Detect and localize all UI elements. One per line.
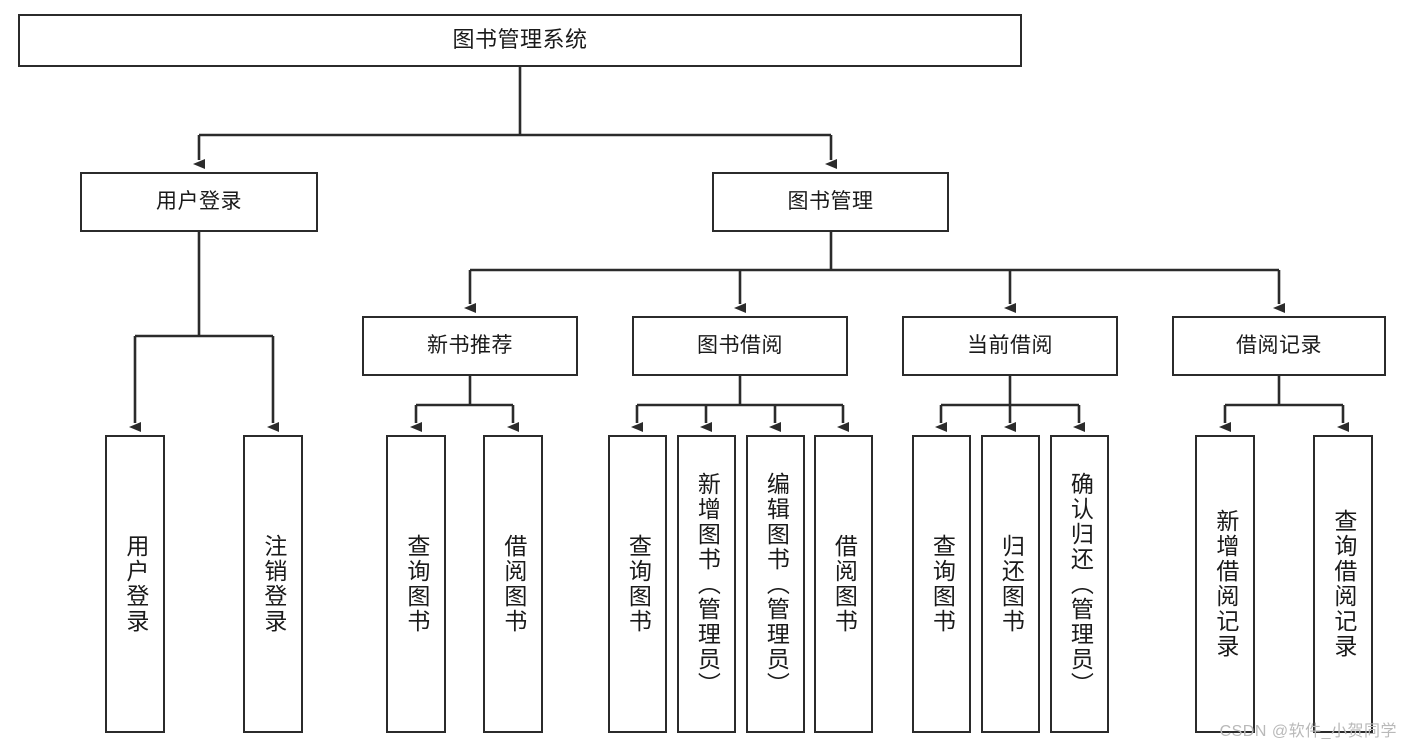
node-leaf-user-login-label: 用户登录: [122, 534, 149, 634]
node-book-borrow-label: 图书借阅: [697, 333, 783, 357]
node-leaf-borrow-books-recommend[interactable]: 借阅图书: [483, 435, 543, 733]
node-leaf-return-book-label: 归还图书: [998, 534, 1025, 634]
node-leaf-query-books-current[interactable]: 查询图书: [912, 435, 971, 733]
node-user-login-label: 用户登录: [156, 189, 242, 213]
node-leaf-return-book[interactable]: 归还图书: [981, 435, 1040, 733]
node-leaf-query-books-recommend[interactable]: 查询图书: [386, 435, 446, 733]
node-leaf-add-book-admin[interactable]: 新增图书（管理员）: [677, 435, 736, 733]
node-leaf-query-borrow-record[interactable]: 查询借阅记录: [1313, 435, 1373, 733]
node-leaf-borrow-book[interactable]: 借阅图书: [814, 435, 873, 733]
node-leaf-user-login[interactable]: 用户登录: [105, 435, 165, 733]
node-leaf-confirm-return-admin[interactable]: 确认归还（管理员）: [1050, 435, 1109, 733]
node-borrow-records[interactable]: 借阅记录: [1172, 316, 1386, 376]
node-leaf-borrow-book-label: 借阅图书: [831, 534, 858, 634]
node-leaf-borrow-books-recommend-label: 借阅图书: [500, 534, 527, 634]
node-leaf-query-books-borrow[interactable]: 查询图书: [608, 435, 667, 733]
node-borrow-records-label: 借阅记录: [1236, 333, 1322, 357]
node-book-management[interactable]: 图书管理: [712, 172, 949, 232]
node-leaf-confirm-return-admin-label: 确认归还（管理员）: [1067, 471, 1094, 697]
node-current-borrow-label: 当前借阅: [967, 333, 1053, 357]
node-leaf-edit-book-admin-label: 编辑图书（管理员）: [763, 471, 790, 697]
node-current-borrow[interactable]: 当前借阅: [902, 316, 1118, 376]
node-book-borrow[interactable]: 图书借阅: [632, 316, 848, 376]
node-leaf-logout[interactable]: 注销登录: [243, 435, 303, 733]
node-root-label: 图书管理系统: [452, 27, 588, 53]
node-leaf-logout-label: 注销登录: [260, 534, 287, 634]
node-leaf-add-borrow-record-label: 新增借阅记录: [1212, 509, 1239, 659]
node-leaf-add-borrow-record[interactable]: 新增借阅记录: [1195, 435, 1255, 733]
node-leaf-edit-book-admin[interactable]: 编辑图书（管理员）: [746, 435, 805, 733]
node-leaf-query-borrow-record-label: 查询借阅记录: [1330, 509, 1357, 659]
node-user-login[interactable]: 用户登录: [80, 172, 318, 232]
node-leaf-query-books-current-label: 查询图书: [929, 534, 956, 634]
node-leaf-query-books-recommend-label: 查询图书: [403, 534, 430, 634]
node-root[interactable]: 图书管理系统: [18, 14, 1022, 67]
node-leaf-add-book-admin-label: 新增图书（管理员）: [694, 471, 721, 697]
node-new-book-recommend[interactable]: 新书推荐: [362, 316, 578, 376]
node-leaf-query-books-borrow-label: 查询图书: [625, 534, 652, 634]
node-book-management-label: 图书管理: [787, 189, 874, 213]
node-new-book-recommend-label: 新书推荐: [427, 333, 513, 357]
